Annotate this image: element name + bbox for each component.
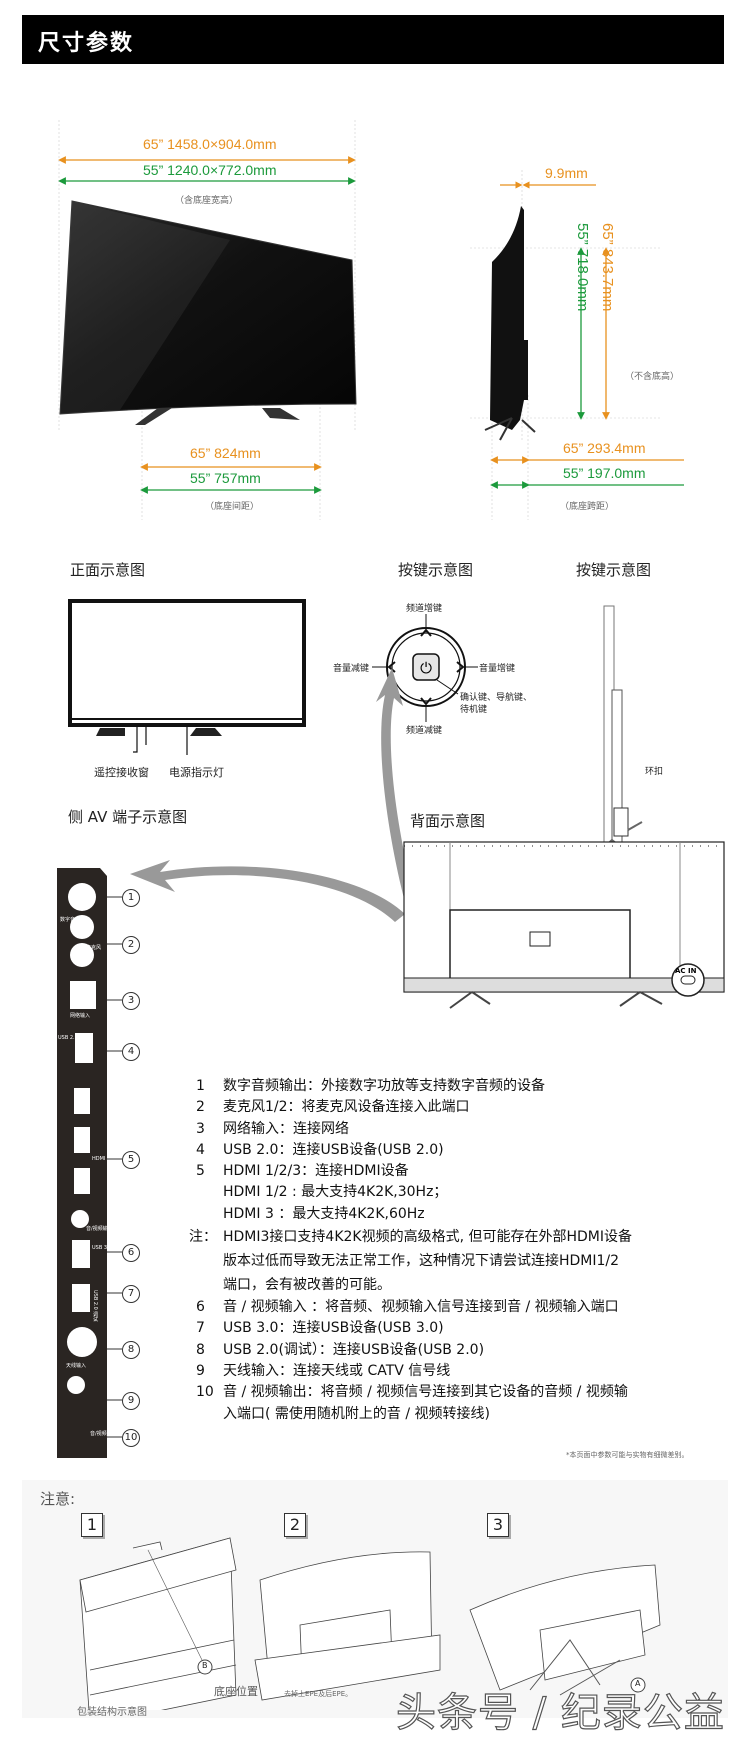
vol-up-label: 音量增键 xyxy=(479,664,516,674)
port-number-5: 5 xyxy=(122,1151,140,1169)
packing-illustrations xyxy=(79,1537,661,1710)
port-number-4: 4 xyxy=(122,1043,140,1061)
port-label-3: 网络输入 xyxy=(70,1013,91,1019)
step2-caption: 去掉上EPE及后EPE。 xyxy=(284,1690,353,1698)
port-label-7: USB 3.0 xyxy=(92,1245,112,1251)
step-3-box: 3 xyxy=(487,1513,509,1537)
depth-55-label: 55” 197.0mm xyxy=(563,465,646,481)
stand-distance-65: 65” 824mm xyxy=(190,445,261,461)
port-number-6: 6 xyxy=(122,1244,140,1262)
port-number-2: 2 xyxy=(122,936,140,954)
depth-65-label: 65” 293.4mm xyxy=(563,440,646,456)
base-position-label: 底座位置 xyxy=(214,1685,258,1698)
port-number-3: 3 xyxy=(122,992,140,1010)
depth-note: （底座跨距） xyxy=(560,502,615,512)
marker-a: A xyxy=(635,1679,641,1688)
list-item: 入端口( 需使用随机附上的音 / 视频转接线) xyxy=(223,1405,490,1422)
port-number-1: 1 xyxy=(122,889,140,907)
step-1-box: 1 xyxy=(81,1513,103,1537)
side-av-title: 侧 AV 端子示意图 xyxy=(68,808,188,826)
port-label-8: USB 2.0 调试 xyxy=(92,1290,98,1322)
packing-caption: 包装结构示意图 xyxy=(77,1707,147,1718)
port-label-6: 音/视频输入 xyxy=(86,1226,113,1232)
tv-front-image xyxy=(59,200,357,415)
marker-b: B xyxy=(202,1661,208,1670)
ch-up-label: 频道增键 xyxy=(406,604,443,614)
overall-size-65: 65” 1458.0×904.0mm xyxy=(143,136,277,152)
power-icon: ⏻ xyxy=(420,659,432,677)
front-diagram-title: 正面示意图 xyxy=(70,561,146,579)
ok-keys-label-2: 待机键 xyxy=(460,705,488,715)
footnote: *本页面中参数可能与实物有细微差别。 xyxy=(566,1451,689,1459)
diagram-drawings: ⏻ AC IN xyxy=(57,599,725,1458)
side-av-panel xyxy=(57,868,122,1458)
list-item: HDMI 1/2 : 最大支持4K2K,30Hz； xyxy=(223,1184,448,1201)
ok-keys-label-1: 确认键、导航键、 xyxy=(460,693,533,703)
keys-diagram-title: 按键示意图 xyxy=(398,561,474,579)
ch-down-label: 频道减键 xyxy=(406,726,443,736)
remote-window-label: 遥控接收窗 xyxy=(94,766,149,779)
ring-clip-label: 环扣 xyxy=(645,767,664,777)
port-number-8: 8 xyxy=(122,1341,140,1359)
port-label-10: 音/视频输出 xyxy=(90,1431,117,1437)
hdmi-note: 注：HDMI3接口支持4K2K视频的高级格式, 但可能存在外部HDMI设备 xyxy=(189,1229,633,1246)
tv-side-image xyxy=(490,206,528,430)
thickness-label: 9.9mm xyxy=(545,165,588,181)
list-item: HDMI 3 ：最大支持4K2K,60Hz xyxy=(223,1205,425,1222)
tv-back-image: AC IN xyxy=(403,841,725,1009)
keys-side-diagram-title: 按键示意图 xyxy=(576,561,652,579)
height-55-label: 55” 718.0mm xyxy=(574,223,591,312)
step-2-box: 2 xyxy=(284,1513,306,1537)
port-label-9: 天线输入 xyxy=(66,1363,87,1369)
port-label-1: 数字音频输出 xyxy=(60,917,91,923)
port-number-10: 10 xyxy=(122,1429,140,1447)
height-note: （不含底高） xyxy=(625,372,680,382)
notice-title: 注意: xyxy=(40,1490,76,1508)
power-led-label: 电源指示灯 xyxy=(169,766,224,779)
section-title: 尺寸参数 xyxy=(38,31,135,56)
arrow-to-side-av xyxy=(130,860,405,922)
overall-size-note: （含底座宽高） xyxy=(175,196,239,206)
stand-distance-55: 55” 757mm xyxy=(190,470,261,486)
section-header: 尺寸参数 xyxy=(22,15,724,64)
overall-size-55: 55” 1240.0×772.0mm xyxy=(143,162,277,178)
ac-in-label: AC IN xyxy=(675,967,697,975)
port-label-4: USB 2.0 xyxy=(58,1035,78,1041)
port-number-9: 9 xyxy=(122,1392,140,1410)
back-diagram-title: 背面示意图 xyxy=(410,812,486,830)
arrow-to-keys xyxy=(376,668,420,922)
watermark: 头条号 / 纪录公益 xyxy=(395,1689,725,1736)
stand-distance-note: （底座间距） xyxy=(205,502,260,512)
port-label-5: HDMI xyxy=(92,1156,106,1162)
port-label-2: 麦克风 xyxy=(86,945,102,951)
control-key-pad: ⏻ xyxy=(372,614,478,722)
vol-down-label: 音量减键 xyxy=(333,664,370,674)
height-65-label: 65” 843.7mm xyxy=(599,223,616,312)
port-number-7: 7 xyxy=(122,1285,140,1303)
dimension-drawing xyxy=(58,120,684,520)
